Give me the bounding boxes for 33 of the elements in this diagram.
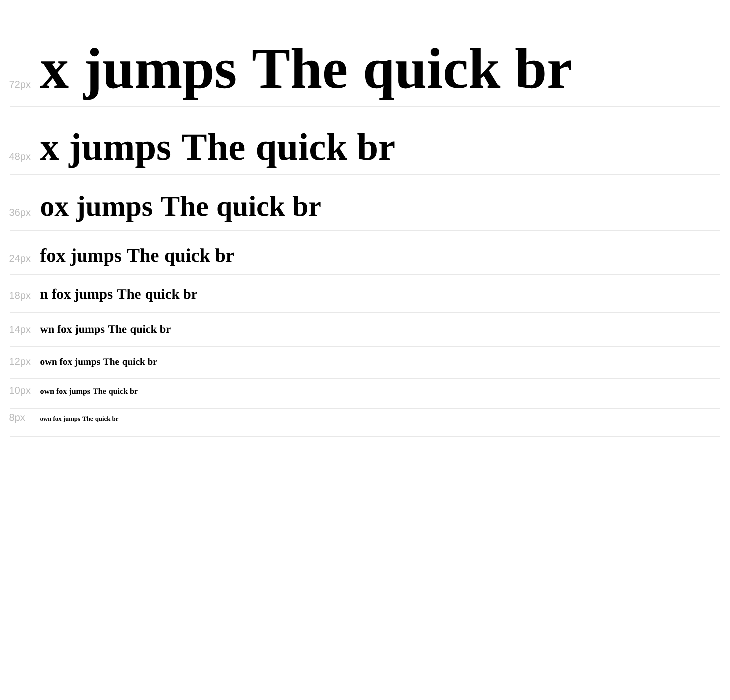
sample-text: quick br (109, 388, 138, 396)
size-label: 12px (10, 358, 31, 368)
sample-text: The (93, 388, 106, 394)
sample-text: The (161, 196, 208, 216)
size-label: 14px (10, 326, 31, 336)
size-label: 18px (10, 292, 31, 302)
size-label: 72px (10, 81, 31, 90)
sample-text: quick br (122, 358, 158, 368)
sample-text: quick br (257, 133, 395, 168)
sample-text: ox jumps (41, 196, 152, 222)
size-label: 8px (10, 414, 26, 424)
size-label: 36px (10, 209, 31, 218)
sample-text: fox jumps (40, 248, 122, 266)
sample-text: The (104, 358, 120, 366)
sample-text: quick br (165, 248, 234, 266)
sample-text: quick br (130, 325, 171, 336)
sample-text: wn fox jumps (40, 325, 105, 336)
sample-text: own fox jumps (40, 358, 100, 368)
size-label: 48px (10, 153, 31, 162)
sample-text: The (128, 248, 159, 262)
sample-text: x jumps (40, 133, 171, 168)
sample-text: The (182, 133, 245, 160)
sample-text: quick br (146, 289, 198, 302)
sample-text: x jumps (40, 48, 236, 100)
sample-text: The (252, 48, 347, 89)
sample-text: own fox jumps (40, 388, 90, 396)
sample-text: The (108, 325, 127, 334)
sample-text: The (117, 289, 141, 300)
sample-text: quick br (218, 196, 321, 222)
sample-text: n fox jumps (40, 288, 113, 302)
size-label: 10px (10, 387, 31, 396)
size-label: 24px (10, 255, 31, 264)
sample-text: quick br (365, 48, 572, 100)
